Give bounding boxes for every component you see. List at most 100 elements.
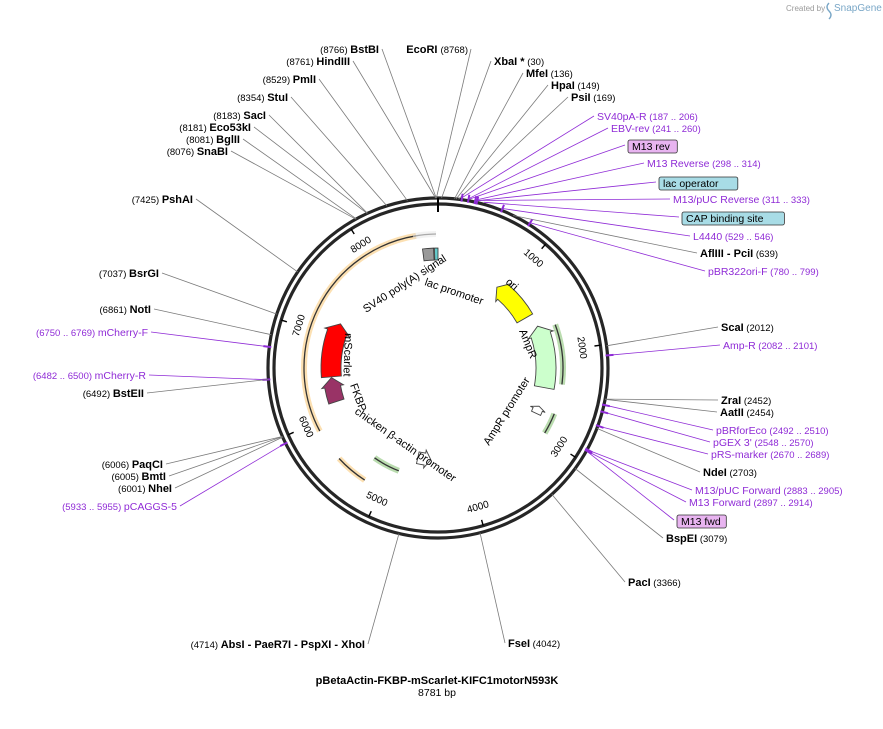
green-arc-ampr bbox=[554, 324, 564, 385]
leader-R-27 bbox=[551, 494, 626, 583]
leader-R-16 bbox=[609, 344, 721, 356]
snapgene-logo-icon bbox=[826, 2, 832, 20]
site-label-R-5: SV40pA-R (187 .. 206) bbox=[597, 111, 698, 123]
leader-R-18 bbox=[605, 398, 718, 413]
site-label-R-4: PsiI (169) bbox=[571, 92, 615, 104]
leader-R-4 bbox=[458, 96, 569, 200]
primer-mark-L-17 bbox=[279, 441, 288, 447]
site-labels: EcoRI (8768)XbaI * (30)MfeI (136)HpaI (1… bbox=[33, 44, 843, 651]
site-box-R-11 bbox=[681, 211, 785, 226]
leader-R-2 bbox=[454, 72, 524, 199]
snapgene-brand: SnapGene bbox=[834, 3, 882, 14]
primer-mark-R-24 bbox=[584, 448, 593, 455]
feature-ampr bbox=[527, 325, 557, 390]
site-label-R-12: L4440 (529 .. 546) bbox=[693, 231, 773, 243]
site-label-R-0: EcoRI (8768) bbox=[406, 44, 468, 56]
leader-R-26 bbox=[574, 468, 664, 539]
primer-mark-R-23 bbox=[584, 447, 593, 454]
leader-L-16 bbox=[174, 436, 283, 489]
primer-mark-R-12 bbox=[500, 204, 505, 213]
leader-R-12 bbox=[502, 208, 691, 237]
tick-label-3000: 3000 bbox=[549, 434, 571, 459]
site-label-L-15: (6005) BmtI bbox=[111, 471, 166, 483]
primer-mark-R-14 bbox=[527, 218, 534, 227]
leader-R-3 bbox=[455, 84, 549, 200]
leader-L-3 bbox=[290, 96, 388, 207]
leader-L-17 bbox=[179, 443, 285, 507]
site-label-L-18: (4714) AbsI - PaeR7I - PspXI - XhoI bbox=[191, 639, 365, 651]
site-label-R-24: M13 Forward (2897 .. 2914) bbox=[689, 497, 813, 509]
feature-arrows bbox=[301, 231, 566, 483]
site-label-R-10: M13/pUC Reverse (311 .. 333) bbox=[673, 194, 810, 206]
leader-L-5 bbox=[253, 126, 368, 214]
feature-fkbp bbox=[320, 377, 345, 405]
orange-arc-1 bbox=[338, 458, 366, 481]
primer-mark-R-5 bbox=[460, 193, 464, 202]
site-label-R-28: FseI (4042) bbox=[508, 638, 560, 650]
plasmid-name: pBetaActin-FKBP-mScarlet-KIFC1motorN593K bbox=[316, 675, 559, 687]
tick-mark-1000 bbox=[541, 243, 547, 250]
primer-mark-R-19 bbox=[601, 403, 611, 408]
site-label-L-10: (6861) NotI bbox=[100, 304, 152, 316]
leader-R-28 bbox=[479, 532, 506, 644]
site-label-R-26: BspEI (3079) bbox=[666, 533, 727, 545]
site-label-L-14: (6006) PaqCI bbox=[102, 459, 163, 471]
leader-L-1 bbox=[352, 60, 436, 199]
inner-label-mscarlet: mScarlet bbox=[340, 333, 354, 377]
site-box-label-R-9: lac operator bbox=[663, 178, 719, 190]
primer-mark-R-6 bbox=[466, 194, 471, 203]
site-label-R-13: AflIII - PciI (639) bbox=[700, 248, 778, 260]
leader-R-13 bbox=[512, 215, 698, 254]
inner-label-chicken: chicken β-actin promoter bbox=[352, 406, 458, 485]
leader-L-11 bbox=[150, 331, 268, 347]
leader-R-7 bbox=[469, 144, 626, 200]
site-label-L-1: (8761) HindIII bbox=[286, 56, 350, 68]
tick-label-1000: 1000 bbox=[521, 247, 545, 270]
site-box-R-7 bbox=[627, 139, 678, 154]
site-box-label-R-11: CAP binding site bbox=[686, 213, 764, 225]
site-label-R-23: M13/pUC Forward (2883 .. 2905) bbox=[695, 485, 843, 497]
feature-ampr-promoter bbox=[530, 405, 546, 416]
leader-L-8 bbox=[195, 198, 298, 273]
leader-L-9 bbox=[161, 272, 277, 315]
site-label-R-18: AatII (2454) bbox=[720, 407, 774, 419]
tick-label-4000: 4000 bbox=[466, 499, 491, 516]
tick-mark-4000 bbox=[480, 519, 484, 526]
leader-L-13 bbox=[146, 379, 269, 394]
feature-lac bbox=[434, 247, 439, 261]
primer-mark-R-20 bbox=[600, 410, 609, 415]
primer-mark-R-16 bbox=[605, 353, 614, 357]
site-label-R-21: pRS-marker (2670 .. 2689) bbox=[711, 449, 829, 461]
feature-sv40 bbox=[422, 247, 435, 262]
tick-mark-3000 bbox=[570, 453, 576, 458]
primer-mark-L-11 bbox=[263, 345, 272, 349]
green-arc-chicken bbox=[374, 457, 400, 472]
tick-mark-7000 bbox=[280, 319, 288, 323]
site-label-L-4: (8183) SacI bbox=[213, 110, 266, 122]
site-label-L-2: (8529) PmlI bbox=[263, 74, 316, 86]
leader-L-15 bbox=[168, 436, 283, 477]
leader-L-7 bbox=[230, 150, 356, 220]
leader-R-6 bbox=[468, 127, 609, 200]
feature-ori bbox=[495, 282, 534, 324]
site-label-R-19: pBRforEco (2492 .. 2510) bbox=[716, 425, 829, 437]
site-label-L-5: (8181) Eco53kI bbox=[179, 122, 251, 134]
site-label-L-9: (7037) BsrGI bbox=[99, 268, 159, 280]
site-label-L-3: (8354) StuI bbox=[237, 92, 288, 104]
leader-R-5 bbox=[461, 115, 595, 199]
plasmid-length: 8781 bp bbox=[418, 687, 456, 699]
leader-R-0 bbox=[436, 48, 472, 199]
tick-label-2000: 2000 bbox=[574, 336, 588, 360]
leader-L-14 bbox=[165, 436, 283, 465]
site-label-R-22: NdeI (2703) bbox=[703, 467, 757, 479]
leader-R-10 bbox=[477, 198, 671, 201]
tick-mark-6000 bbox=[287, 431, 294, 436]
inner-label-fkbp: FKBP bbox=[347, 382, 368, 413]
leader-L-2 bbox=[318, 78, 408, 202]
feature-mscarlet bbox=[320, 323, 351, 379]
leader-R-22 bbox=[596, 428, 701, 473]
site-label-L-17: (5933 .. 5955) pCAGGS-5 bbox=[62, 501, 177, 513]
tick-mark-8000 bbox=[350, 228, 355, 235]
site-label-L-11: (6750 .. 6769) mCherry-F bbox=[36, 327, 148, 339]
